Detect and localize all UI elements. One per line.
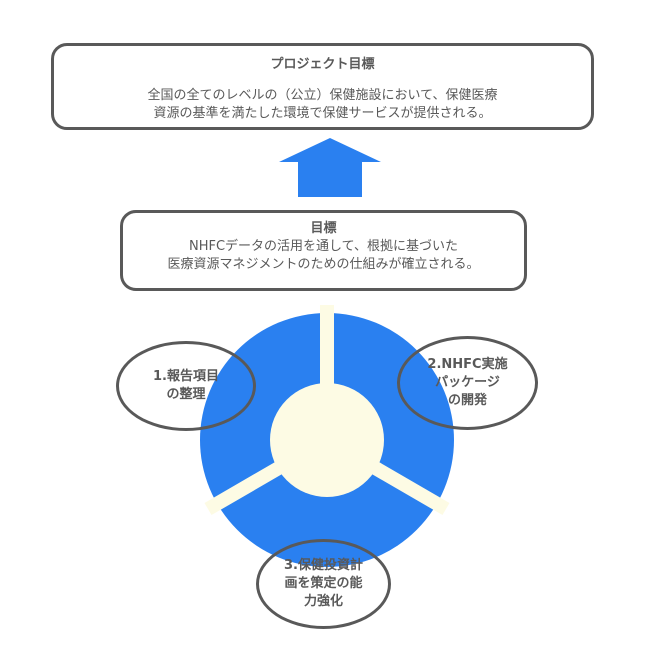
goal-line: 医療資源マネジメントのための仕組みが確立される。 — [167, 257, 480, 272]
project-goal-body: 全国の全てのレベルの（公立）保健施設において、保健医療 資源の基準を満たした環境… — [54, 87, 591, 123]
project-goal-line: 資源の基準を満たした環境で保健サービスが提供される。 — [153, 106, 492, 121]
output-label: 3.保健投資計 — [284, 558, 363, 573]
up-arrow-shape — [279, 138, 381, 197]
goal-line: NHFCデータの活用を通して、根拠に基づいた — [188, 239, 458, 254]
goal-box: 目標 NHFCデータの活用を通して、根拠に基づいた 医療資源マネジメントのための… — [120, 210, 527, 291]
output-label: の整理 — [166, 387, 206, 402]
up-arrow-icon — [279, 138, 381, 197]
output-label: パッケージ — [435, 375, 500, 390]
wheel-gap-lower-left — [204, 433, 331, 516]
output-label: 2.NHFC実施 — [427, 357, 508, 372]
output-2-oval: 2.NHFC実施 パッケージ の開発 — [397, 336, 538, 430]
goal-title: 目標 — [310, 221, 337, 236]
output-label: 画を策定の能 — [284, 576, 363, 591]
output-3-oval: 3.保健投資計 画を策定の能 力強化 — [256, 539, 391, 629]
wheel-center — [270, 383, 384, 497]
wheel-gap-lower-right — [323, 433, 450, 516]
project-goal-line: 全国の全てのレベルの（公立）保健施設において、保健医療 — [147, 88, 498, 103]
project-goal-title: プロジェクト目標 — [270, 57, 375, 72]
output-1-oval: 1.報告項目 の整理 — [116, 341, 256, 431]
output-label: 力強化 — [303, 594, 343, 609]
output-label: 1.報告項目 — [153, 369, 219, 384]
output-label: の開発 — [447, 393, 487, 408]
project-goal-box: プロジェクト目標 全国の全てのレベルの（公立）保健施設において、保健医療 資源の… — [51, 43, 594, 130]
